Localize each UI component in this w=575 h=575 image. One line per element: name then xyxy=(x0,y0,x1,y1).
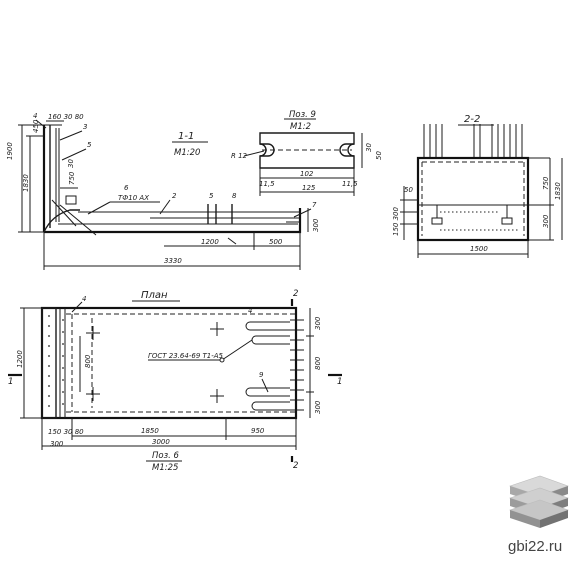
leader-line-4 xyxy=(35,119,47,129)
plan-dim-small: 150 30 80 xyxy=(48,428,84,436)
dim-300-2: 300 xyxy=(542,214,550,228)
embed-left xyxy=(431,217,443,225)
plan-dim-950: 950 xyxy=(251,427,265,435)
pos9-radius-leader xyxy=(243,150,265,157)
leader-line-5 xyxy=(61,148,87,161)
leader-6: 6 xyxy=(124,184,129,192)
section-2-2-body xyxy=(416,156,530,242)
plan-dim-300-bottom: 300 xyxy=(314,400,322,414)
dim-1200: 1200 xyxy=(201,238,219,246)
diagonal-rebar xyxy=(51,199,77,227)
pos9-hole-radius: R 12 xyxy=(231,152,248,160)
pos-9-detail: Поз. 9 M1:2 R 12 11,5 102 11,5 125 30 50 xyxy=(231,110,383,196)
dim-750-2: 750 xyxy=(542,176,550,190)
plan-leader-9: 9 xyxy=(259,371,264,379)
plan-dim-3000: 3000 xyxy=(152,438,170,446)
dim-150-300: 150 300 xyxy=(392,207,400,236)
pos9-title: Поз. 9 xyxy=(289,110,316,120)
dim-500: 500 xyxy=(269,238,283,246)
section-2-2-title: 2-2 xyxy=(464,114,480,125)
pos9-slot-right xyxy=(339,143,354,157)
gost-leader xyxy=(221,339,253,361)
logo-block-bottom-right xyxy=(540,510,568,528)
plan-title: План xyxy=(141,290,168,301)
plan-view: План xyxy=(8,289,342,473)
dim-1830: 1830 xyxy=(22,174,30,192)
cut-1-right: 1 xyxy=(337,377,342,387)
section-1-1-title: 1-1 xyxy=(178,131,194,142)
watermark-text: gbi22.ru xyxy=(508,538,562,555)
dim-1830-2: 1830 xyxy=(554,182,562,200)
leader-7: 7 xyxy=(312,201,317,209)
pos9-scale: M1:2 xyxy=(290,122,311,132)
dim-50: 50 xyxy=(404,186,413,194)
leader-8: 8 xyxy=(232,192,237,200)
watermark-logo: gbi22.ru xyxy=(508,475,569,555)
dim-top: 160 30 80 xyxy=(48,113,84,121)
pos9-dim-c: 11,5 xyxy=(342,180,358,188)
plan-dim-1850: 1850 xyxy=(141,427,159,435)
wall-dots xyxy=(48,315,64,407)
leader-line-2 xyxy=(159,199,171,215)
plan-leader-line-4 xyxy=(71,301,83,313)
dim-450: 450 xyxy=(32,119,40,133)
section-1-1: 1-1 M1:20 4 3 5 6 ТФ10 АХ 2 xyxy=(6,112,320,270)
pos9-dim-h2: 50 xyxy=(375,151,383,160)
pos6-scale: M1:25 xyxy=(152,463,178,473)
slab-dots xyxy=(440,211,520,231)
leader-line-3 xyxy=(59,130,83,141)
edge-rebars xyxy=(290,319,304,411)
cut-1-left: 1 xyxy=(8,377,13,387)
dim-750: 750 xyxy=(68,171,76,185)
plan-dim-800-right: 800 xyxy=(314,356,322,370)
gost-circle xyxy=(219,357,225,363)
plan-leader-4: 4 xyxy=(248,307,252,315)
plan-dim-300-top: 300 xyxy=(314,316,322,330)
leader-2: 2 xyxy=(172,192,177,200)
dim-1900: 1900 xyxy=(6,142,14,160)
leader-4: 4 xyxy=(33,112,37,120)
plan-dim-800: 800 xyxy=(84,354,92,368)
dim-3330: 3330 xyxy=(164,257,182,265)
dim-30: 30 xyxy=(67,159,75,168)
plan-leader-line-9 xyxy=(261,378,269,393)
pos9-dim-total: 125 xyxy=(302,184,316,192)
plan-wall xyxy=(41,307,57,419)
leader-line-6 xyxy=(87,201,111,215)
leader-5: 5 xyxy=(87,141,92,149)
vertical-rebars xyxy=(423,124,523,158)
section-1-1-scale: M1:20 xyxy=(174,148,200,158)
weld-symbol: ТФ10 АХ xyxy=(118,194,149,202)
plan-dim-300-bottom-left: 300 xyxy=(50,440,64,448)
section-2-2: 2-2 xyxy=(392,114,563,258)
pos9-dim-b: 102 xyxy=(300,170,314,178)
pos6-title: Поз. 6 xyxy=(152,451,180,461)
gost-label: ГОСТ 23.64-69 Т1-А5 xyxy=(148,352,224,360)
pos9-dim-h1: 30 xyxy=(365,143,373,152)
embedded-plate xyxy=(65,195,77,205)
dim-1500: 1500 xyxy=(470,245,488,253)
lifting-loops xyxy=(245,321,290,411)
embed-right xyxy=(501,217,513,225)
pos9-dim-a: 11,5 xyxy=(259,180,275,188)
lifting-marks xyxy=(86,322,224,403)
cut-2-bottom: 2 xyxy=(293,461,298,471)
arrow-mark xyxy=(227,237,237,245)
leader-5b: 5 xyxy=(209,192,214,200)
plan-leader-4b: 4 xyxy=(82,295,86,303)
plan-dim-1200: 1200 xyxy=(16,350,24,368)
logo-block-bottom-left xyxy=(510,510,540,528)
dim-300-side: 300 xyxy=(312,218,320,232)
haunch xyxy=(43,209,80,233)
cut-2-top: 2 xyxy=(293,289,298,299)
diagonal-rebar-2 xyxy=(59,204,97,236)
leader-3: 3 xyxy=(83,123,87,131)
